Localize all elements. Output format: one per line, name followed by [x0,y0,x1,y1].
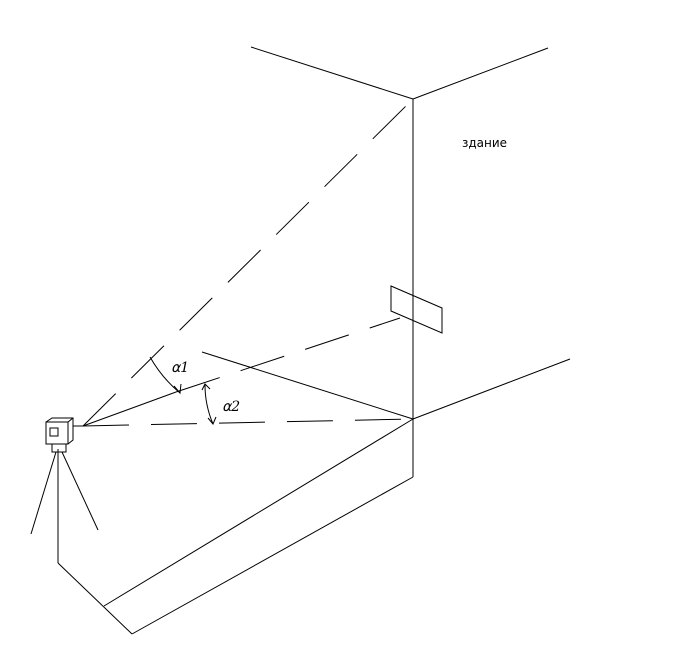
sight-line-to-plate [175,317,401,393]
sight-lines [82,98,414,427]
theodolite-lens [49,427,59,437]
solid-sight-lines [82,351,414,427]
base-edge-right [412,358,571,420]
sight-line-to-plate-solid [82,391,177,427]
ground-link-left [57,562,133,635]
building-label: здание [462,136,507,150]
tripod-leg-right [61,451,99,531]
sight-line-to-base [201,351,414,420]
theodolite-base [51,444,67,453]
ground-line-lower [131,476,414,635]
ground-lines [57,418,414,635]
angle2-label: ⍺2 [222,399,240,415]
roof-edge-left [250,46,414,100]
theodolite-top-edge [67,417,74,423]
angle2-arc [204,384,214,425]
angle1-arrow [173,383,182,395]
roof-edge-right [412,47,549,100]
angle-arcs [149,356,217,425]
target-plate [390,285,443,334]
angle2-arrow-top [201,383,211,391]
ground-line-upper [103,418,414,607]
tripod [30,451,99,535]
sight-line-horizontal [82,418,414,427]
building-outline [250,46,571,477]
angle1-arc [149,356,181,394]
angle2-arrow [207,416,217,425]
angle1-label: ⍺1 [171,360,189,376]
theodolite [45,417,83,453]
tripod-leg-left [30,451,57,535]
sight-line-to-top [82,98,414,427]
theodolite-body [45,421,69,445]
